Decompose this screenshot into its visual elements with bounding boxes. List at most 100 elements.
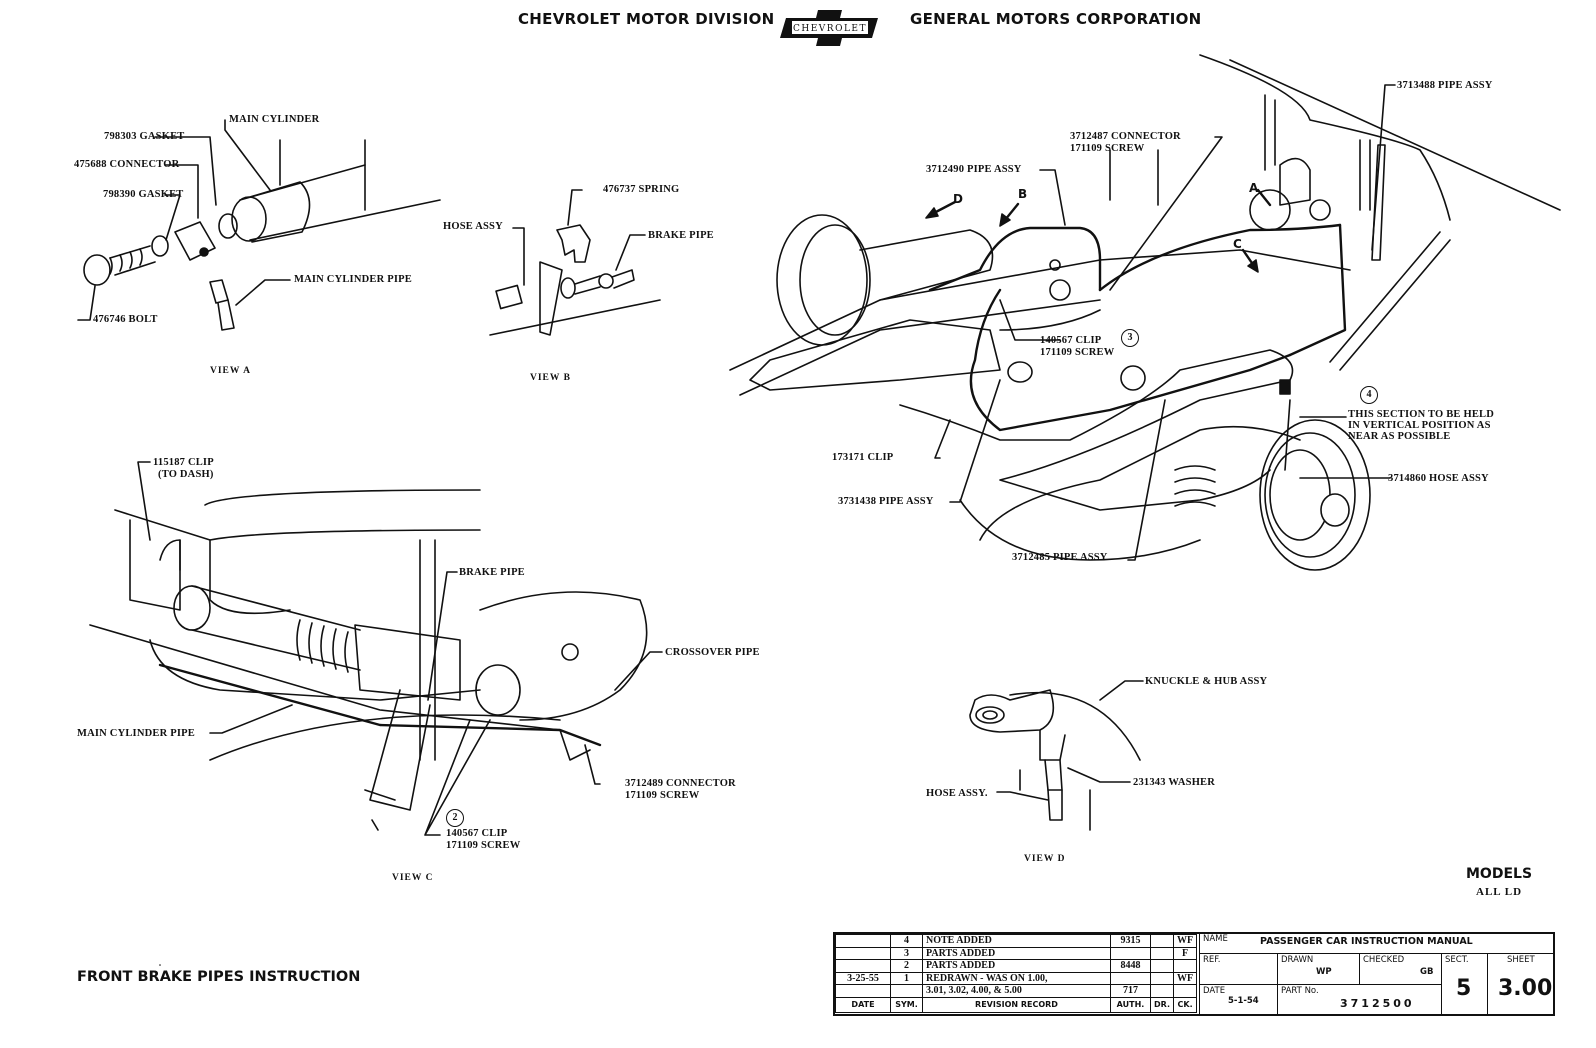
view-d-drawing [969, 680, 1144, 831]
label-knuckle-hub-assy: KNUCKLE & HUB ASSY [1145, 676, 1268, 687]
circled-number-4: 4 [1360, 386, 1378, 404]
label-231343-washer: 231343 WASHER [1133, 777, 1216, 788]
revision-sym [890, 984, 923, 998]
drawn-cell: DRAWN WP [1277, 953, 1359, 984]
rev-header-record: REVISION RECORD [922, 996, 1111, 1013]
label-note-line3: NEAR AS POSSIBLE [1348, 431, 1451, 442]
revision-date: 3-25-55 [835, 971, 891, 985]
label-115187-clip: 115187 CLIP [153, 457, 214, 468]
label-main-cylinder: MAIN CYLINDER [229, 114, 320, 125]
document-title: FRONT BRAKE PIPES INSTRUCTION [77, 969, 361, 985]
revision-ck: WF [1172, 971, 1198, 985]
label-3731438-pipe-assy: 3731438 PIPE ASSY [838, 496, 934, 507]
revision-dr [1150, 971, 1174, 985]
label-main-cylinder-pipe-a: MAIN CYLINDER PIPE [294, 274, 412, 285]
header-corporation: GENERAL MOTORS CORPORATION [910, 10, 1202, 28]
revision-dr [1150, 984, 1174, 998]
label-brake-pipe-b: BRAKE PIPE [648, 230, 714, 241]
revision-ck: F [1172, 946, 1198, 960]
label-3712490-pipe-assy: 3712490 PIPE ASSY [926, 164, 1022, 175]
sheet-cell: SHEET 3.00 [1487, 953, 1555, 1016]
label-brake-pipe-c: BRAKE PIPE [459, 567, 525, 578]
date-label: DATE [1203, 986, 1226, 996]
label-3714860-hose-assy: 3714860 HOSE ASSY [1388, 473, 1489, 484]
caption-view-d: VIEW D [1024, 854, 1066, 864]
view-c-drawing [89, 461, 663, 966]
revision-auth [1110, 946, 1151, 960]
rev-header-date: DATE [835, 996, 891, 1013]
name-cell: NAME PASSENGER CAR INSTRUCTION MANUAL [1199, 933, 1555, 953]
rev-header-sym: SYM. [890, 996, 923, 1013]
revision-ck [1172, 984, 1198, 998]
revision-record: 3.01, 3.02, 4.00, & 5.00 [922, 984, 1111, 998]
caption-view-b: VIEW B [530, 373, 571, 383]
rev-header-dr: DR. [1150, 996, 1174, 1013]
sheet-label: SHEET [1507, 955, 1535, 965]
main-assembly-drawing [729, 54, 1561, 571]
part-number-value: 3712500 [1340, 997, 1415, 1010]
rev-header-ck: CK. [1172, 996, 1198, 1013]
label-173171-clip: 173171 CLIP [832, 452, 894, 463]
label-140567-clip-3: 140567 CLIP [1040, 335, 1102, 346]
label-476746-bolt: 476746 BOLT [93, 314, 158, 325]
label-3713488-pipe-assy: 3713488 PIPE ASSY [1397, 80, 1493, 91]
name-value: PASSENGER CAR INSTRUCTION MANUAL [1260, 936, 1473, 947]
caption-view-c: VIEW C [392, 873, 434, 883]
label-3712489-connector: 3712489 CONNECTOR [625, 778, 736, 789]
header-division: CHEVROLET MOTOR DIVISION [518, 10, 775, 28]
revision-record: NOTE ADDED [922, 934, 1111, 948]
revision-date [835, 984, 891, 998]
ref-label: REF. [1203, 955, 1221, 965]
checked-label: CHECKED [1363, 955, 1405, 965]
revision-sym: 2 [890, 959, 923, 973]
section-value: 5 [1456, 976, 1472, 1001]
label-798303-gasket: 798303 GASKET [104, 131, 185, 142]
label-hose-assy-d: HOSE ASSY. [926, 788, 988, 799]
caption-view-a: VIEW A [210, 366, 251, 376]
models-value: ALL LD [1476, 886, 1523, 898]
part-number-cell: PART No. 3712500 [1277, 984, 1441, 1016]
view-marker-d: D [953, 192, 963, 206]
label-476737-spring: 476737 SPRING [603, 184, 680, 195]
revision-header-row: DATE SYM. REVISION RECORD AUTH. DR. CK. [835, 996, 1198, 1013]
revision-dr [1150, 946, 1174, 960]
drawn-label: DRAWN [1281, 955, 1314, 965]
revision-auth: 717 [1110, 984, 1151, 998]
models-label: MODELS [1466, 866, 1533, 882]
label-3712485-pipe-assy: 3712485 PIPE ASSY [1012, 552, 1108, 563]
label-3712487-connector: 3712487 CONNECTOR [1070, 131, 1181, 142]
rev-header-auth: AUTH. [1110, 996, 1151, 1013]
section-label: SECT. [1445, 955, 1469, 965]
view-marker-a: A [1249, 181, 1259, 195]
drawing-info: NAME PASSENGER CAR INSTRUCTION MANUAL RE… [1199, 933, 1555, 1016]
label-171109-screw-top: 171109 SCREW [1070, 143, 1145, 154]
part-number-label: PART No. [1281, 986, 1319, 996]
label-475688-connector: 475688 CONNECTOR [74, 159, 180, 170]
circled-number-3: 3 [1121, 329, 1139, 347]
revision-auth: 8448 [1110, 959, 1151, 973]
drawn-value: WP [1316, 967, 1332, 977]
revision-ck [1172, 959, 1198, 973]
section-cell: SECT. 5 [1441, 953, 1487, 1016]
label-171109-screw-c: 171109 SCREW [625, 790, 700, 801]
circled-number-2: 2 [446, 809, 464, 827]
label-171109-screw-3: 171109 SCREW [1040, 347, 1115, 358]
view-b-drawing [489, 189, 661, 336]
revision-ck: WF [1172, 934, 1198, 948]
chevrolet-bowtie-logo: CHEVROLET [780, 8, 880, 46]
revision-dr [1150, 959, 1174, 973]
label-hose-assy-b: HOSE ASSY [443, 221, 503, 232]
revision-date [835, 959, 891, 973]
revision-sym: 4 [890, 934, 923, 948]
view-marker-b: B [1018, 187, 1028, 201]
ref-cell: REF. [1199, 953, 1277, 984]
revision-date [835, 946, 891, 960]
checked-value: GB [1420, 967, 1434, 977]
